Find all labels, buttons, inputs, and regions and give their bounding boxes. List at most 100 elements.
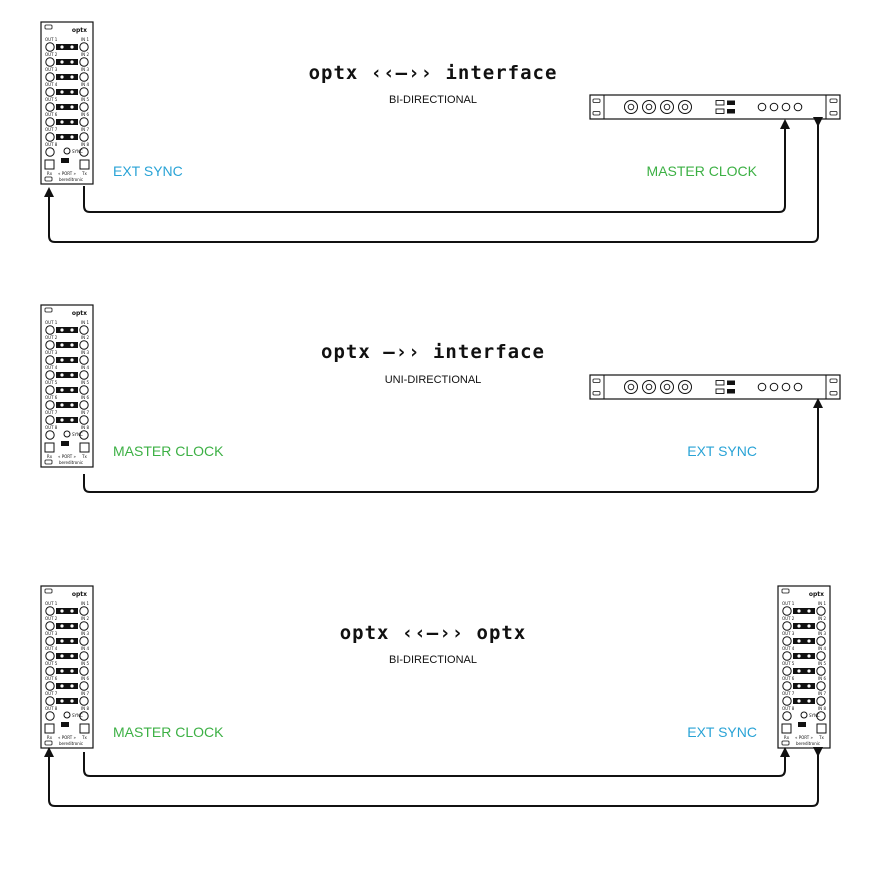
tx-port	[79, 723, 90, 734]
out-jack	[782, 621, 792, 631]
rack-interface	[589, 94, 841, 120]
left-label: MASTER CLOCK	[113, 443, 224, 459]
out-jack	[782, 711, 792, 721]
in-jack	[816, 681, 826, 691]
in-jack	[79, 400, 89, 410]
jack-label: IN 7	[81, 127, 89, 132]
in-jack	[79, 606, 89, 616]
out-jack	[45, 711, 55, 721]
jack-label: IN 5	[81, 661, 89, 666]
right-label: EXT SYNC	[687, 724, 757, 740]
maker-label: bereditronic	[59, 460, 83, 465]
in-jack	[79, 636, 89, 646]
led-bar	[793, 698, 815, 704]
jack-label: IN 4	[818, 646, 826, 651]
out-jack	[45, 102, 55, 112]
tx-label: Tx	[81, 454, 87, 459]
in-jack	[79, 102, 89, 112]
jack-label: OUT 4	[45, 82, 58, 87]
section-subtitle: UNI-DIRECTIONAL	[385, 374, 482, 386]
jack-label: OUT 3	[45, 350, 58, 355]
in-jack	[816, 666, 826, 676]
out-jack	[45, 72, 55, 82]
jack-label: OUT 3	[45, 631, 58, 636]
out-jack	[45, 696, 55, 706]
in-jack	[79, 42, 89, 52]
jack-label: IN 7	[81, 410, 89, 415]
out-jack	[45, 370, 55, 380]
left-label: EXT SYNC	[113, 163, 183, 179]
jack-label: OUT 7	[45, 691, 58, 696]
led-bar	[56, 608, 78, 614]
module-brand: optx	[809, 591, 824, 598]
led-bar	[56, 417, 78, 423]
led-bar	[793, 668, 815, 674]
in-jack	[816, 711, 826, 721]
jack-label: OUT 8	[45, 706, 58, 711]
jack-label: OUT 4	[45, 646, 58, 651]
out-jack	[45, 666, 55, 676]
jack-label: IN 1	[81, 37, 89, 42]
led-bar	[56, 59, 78, 65]
out-jack	[782, 696, 792, 706]
jack-label: OUT 6	[45, 676, 58, 681]
left-tx-to-right-rx-cable	[83, 747, 790, 777]
led-bar	[56, 683, 78, 689]
optx-tx-to-interface-cable	[83, 398, 823, 493]
sync-jack	[63, 711, 71, 719]
led-bar	[793, 623, 815, 629]
led-bar	[56, 327, 78, 333]
jack-label: OUT 1	[45, 601, 58, 606]
jack-label: OUT 6	[782, 676, 795, 681]
jack-label: IN 2	[818, 616, 826, 621]
maker-label: bereditronic	[59, 177, 83, 182]
jack-label: IN 4	[81, 365, 89, 370]
maker-label: bereditronic	[796, 741, 820, 746]
in-jack	[816, 636, 826, 646]
jack-label: OUT 8	[45, 142, 58, 147]
led-bar	[793, 653, 815, 659]
out-jack	[45, 42, 55, 52]
led-bar	[56, 668, 78, 674]
jack-label: IN 1	[81, 601, 89, 606]
rx-port	[44, 442, 55, 453]
out-jack	[45, 636, 55, 646]
in-jack	[79, 385, 89, 395]
led-bar	[56, 372, 78, 378]
out-jack	[782, 606, 792, 616]
jack-label: OUT 5	[45, 661, 58, 666]
port-label: « PORT »	[795, 735, 813, 740]
interface-to-optx-rx-cable	[44, 117, 823, 243]
in-jack	[79, 340, 89, 350]
out-jack	[45, 325, 55, 335]
jack-label: OUT 2	[45, 52, 58, 57]
out-jack	[45, 87, 55, 97]
out-jack	[45, 355, 55, 365]
led-bar	[56, 698, 78, 704]
rx-port	[44, 723, 55, 734]
tx-label: Tx	[81, 171, 87, 176]
jack-label: IN 4	[81, 646, 89, 651]
out-jack	[45, 340, 55, 350]
rx-port	[781, 723, 792, 734]
in-jack	[816, 651, 826, 661]
out-jack	[45, 430, 55, 440]
led-bar	[56, 74, 78, 80]
in-jack	[79, 430, 89, 440]
sync-jack	[800, 711, 808, 719]
jack-label: IN 4	[81, 82, 89, 87]
in-jack	[816, 606, 826, 616]
out-jack	[782, 651, 792, 661]
jack-label: OUT 2	[782, 616, 795, 621]
in-jack	[79, 696, 89, 706]
jack-label: IN 8	[81, 142, 89, 147]
section-subtitle: BI-DIRECTIONAL	[389, 94, 477, 106]
section-title: optx ‹‹–›› optx	[340, 622, 527, 644]
section-title: optx ‹‹–›› interface	[309, 62, 558, 84]
